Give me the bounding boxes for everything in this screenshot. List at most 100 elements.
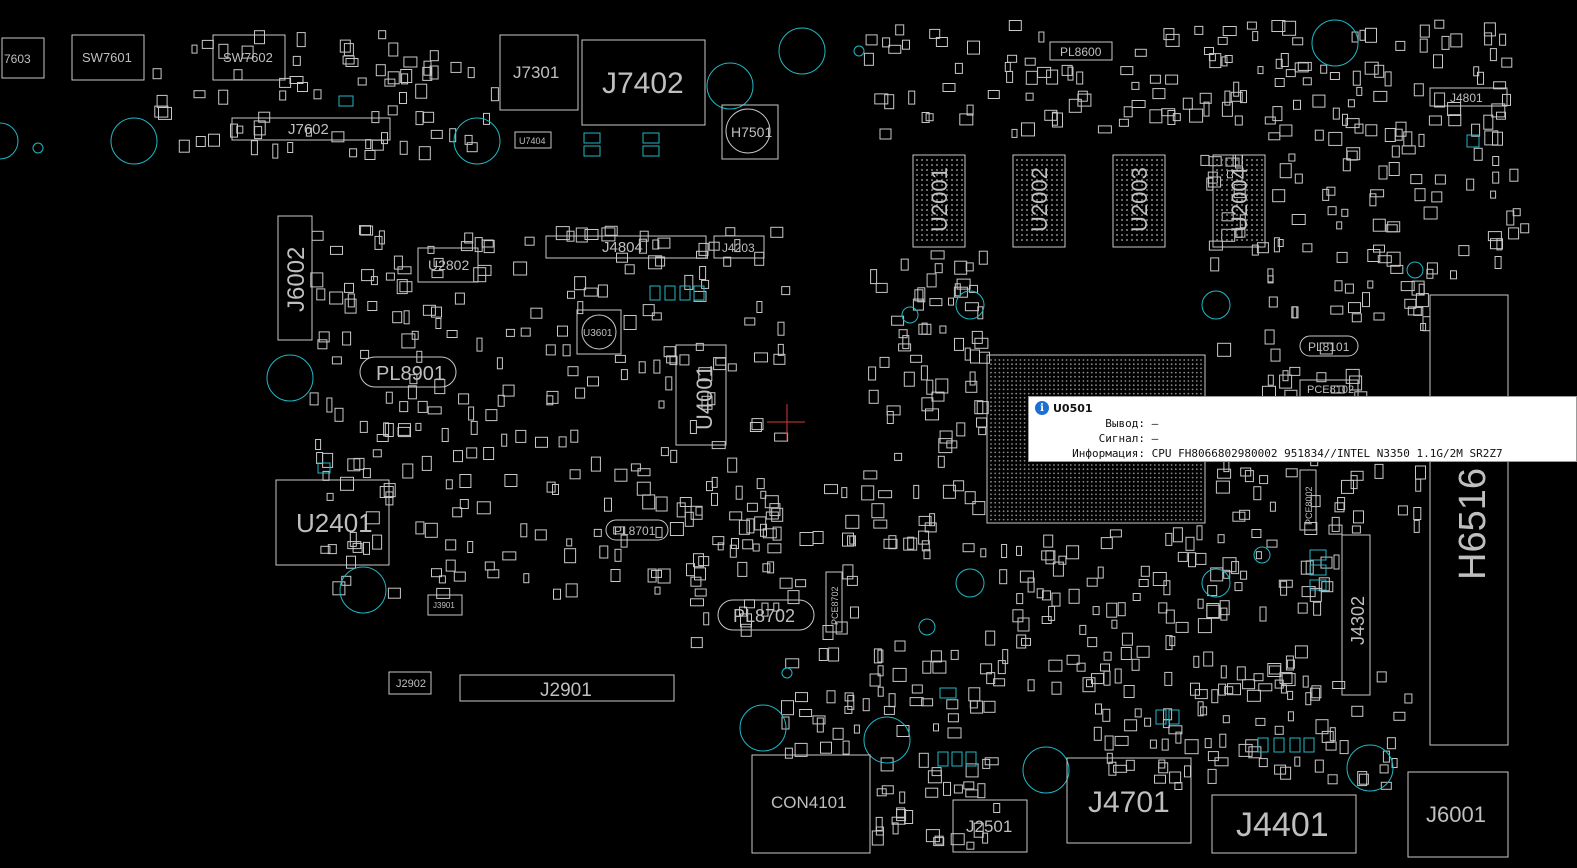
part-j4801[interactable] bbox=[1429, 87, 1508, 107]
info-icon: i bbox=[1035, 401, 1049, 415]
part-u2003[interactable] bbox=[1112, 154, 1166, 248]
smd-pad bbox=[399, 281, 413, 293]
part-j6001[interactable] bbox=[1407, 771, 1509, 858]
smd-pad bbox=[1221, 212, 1234, 222]
smd-pad bbox=[754, 251, 765, 266]
part-u2802[interactable] bbox=[417, 247, 479, 283]
part-u2004[interactable] bbox=[1212, 154, 1266, 248]
smd-pad bbox=[1093, 726, 1102, 741]
part-j3901[interactable] bbox=[427, 594, 463, 616]
smd-pad bbox=[1357, 771, 1368, 787]
smd-pad bbox=[569, 469, 581, 480]
part-j4701[interactable] bbox=[1066, 757, 1192, 844]
part-j2902[interactable] bbox=[388, 671, 432, 695]
smd-pad bbox=[415, 422, 422, 431]
smd-pad bbox=[1051, 592, 1061, 607]
smd-pad bbox=[1207, 751, 1219, 762]
smd-pad bbox=[557, 325, 568, 337]
part-sw7601[interactable] bbox=[71, 34, 145, 81]
part-j4302[interactable] bbox=[1341, 534, 1371, 696]
part-u4001[interactable] bbox=[675, 344, 727, 446]
smd-pad bbox=[1414, 188, 1426, 202]
part-pce8702[interactable] bbox=[825, 571, 843, 633]
part-pl8901[interactable] bbox=[359, 356, 457, 388]
smd-pad bbox=[764, 495, 779, 509]
smd-pad bbox=[385, 272, 395, 281]
part-h7501[interactable] bbox=[721, 104, 779, 160]
smd-pad bbox=[1008, 20, 1022, 31]
smd-pad bbox=[1403, 131, 1413, 147]
smd-pad bbox=[433, 257, 444, 267]
part-j7602[interactable] bbox=[231, 117, 391, 141]
part-pl8701[interactable] bbox=[605, 519, 669, 541]
smd-pad bbox=[1002, 649, 1009, 665]
smd-pad bbox=[1077, 90, 1088, 102]
smd-pad bbox=[630, 463, 641, 472]
smd-pad bbox=[1364, 61, 1379, 75]
smd-pad bbox=[910, 354, 923, 363]
smd-pad bbox=[1346, 150, 1358, 161]
smd-pad bbox=[651, 312, 662, 321]
smd-pad bbox=[392, 311, 403, 324]
smd-pad bbox=[642, 494, 656, 510]
smd-pad bbox=[785, 658, 800, 669]
part-con4101[interactable] bbox=[751, 754, 871, 854]
part-h6516[interactable] bbox=[1429, 294, 1509, 746]
smd-pad bbox=[599, 545, 609, 559]
smd-pad bbox=[326, 492, 334, 501]
part-j4401[interactable] bbox=[1211, 794, 1357, 854]
smd-pad bbox=[1336, 251, 1348, 263]
smd-pad bbox=[1374, 64, 1385, 78]
smd-pad bbox=[604, 497, 612, 512]
part-pl8600[interactable] bbox=[1049, 41, 1113, 61]
smd-pad bbox=[1351, 525, 1361, 534]
smd-pad bbox=[914, 289, 924, 302]
part-u3601[interactable] bbox=[576, 309, 622, 355]
smd-pad bbox=[1217, 342, 1232, 357]
smd-pad bbox=[1450, 33, 1463, 48]
smd-pad bbox=[424, 522, 438, 538]
smd-pad bbox=[1095, 703, 1102, 715]
smd-pad bbox=[614, 548, 622, 562]
smd-pad bbox=[744, 317, 756, 326]
smd-pad bbox=[921, 698, 934, 707]
smd-pad bbox=[1329, 727, 1336, 742]
part-j4203[interactable] bbox=[713, 235, 765, 259]
smd-pad bbox=[883, 705, 895, 715]
part-u7404[interactable] bbox=[514, 131, 552, 149]
part-j6002[interactable] bbox=[277, 215, 313, 341]
smd-pad bbox=[1287, 711, 1294, 722]
part-j2901[interactable] bbox=[459, 674, 675, 702]
part-pl8702[interactable] bbox=[717, 599, 815, 631]
smd-pad bbox=[1492, 171, 1500, 184]
smd-pad bbox=[1330, 385, 1345, 394]
smd-pad bbox=[1342, 158, 1351, 172]
part-u2002[interactable] bbox=[1012, 154, 1066, 248]
part-u2001[interactable] bbox=[912, 154, 966, 248]
smd-pad bbox=[894, 640, 906, 652]
part-pce8002[interactable] bbox=[1299, 469, 1317, 531]
smd-pad bbox=[950, 649, 959, 660]
smd-pad bbox=[1197, 618, 1212, 634]
smd-pad bbox=[1359, 29, 1366, 41]
smd-pad bbox=[1221, 56, 1228, 67]
smd-pad bbox=[1273, 237, 1280, 253]
part-j7402[interactable] bbox=[581, 39, 706, 126]
smd-pad bbox=[1255, 717, 1266, 726]
smd-pad bbox=[912, 298, 924, 311]
part-sw7602[interactable] bbox=[212, 34, 286, 81]
smd-pad bbox=[1390, 264, 1404, 274]
part-sw7603[interactable] bbox=[1, 37, 45, 79]
smd-pad bbox=[1021, 122, 1035, 137]
smd-pad bbox=[367, 301, 378, 311]
part-u2401[interactable] bbox=[275, 479, 390, 566]
smd-pad bbox=[570, 429, 579, 443]
smd-pad bbox=[767, 543, 782, 554]
part-j7301[interactable] bbox=[499, 34, 579, 111]
part-j2501[interactable] bbox=[952, 799, 1028, 853]
part-pl8101[interactable] bbox=[1299, 335, 1359, 357]
smd-pad bbox=[1388, 162, 1400, 176]
part-j4804[interactable] bbox=[545, 235, 707, 259]
smd-pad bbox=[959, 113, 974, 126]
